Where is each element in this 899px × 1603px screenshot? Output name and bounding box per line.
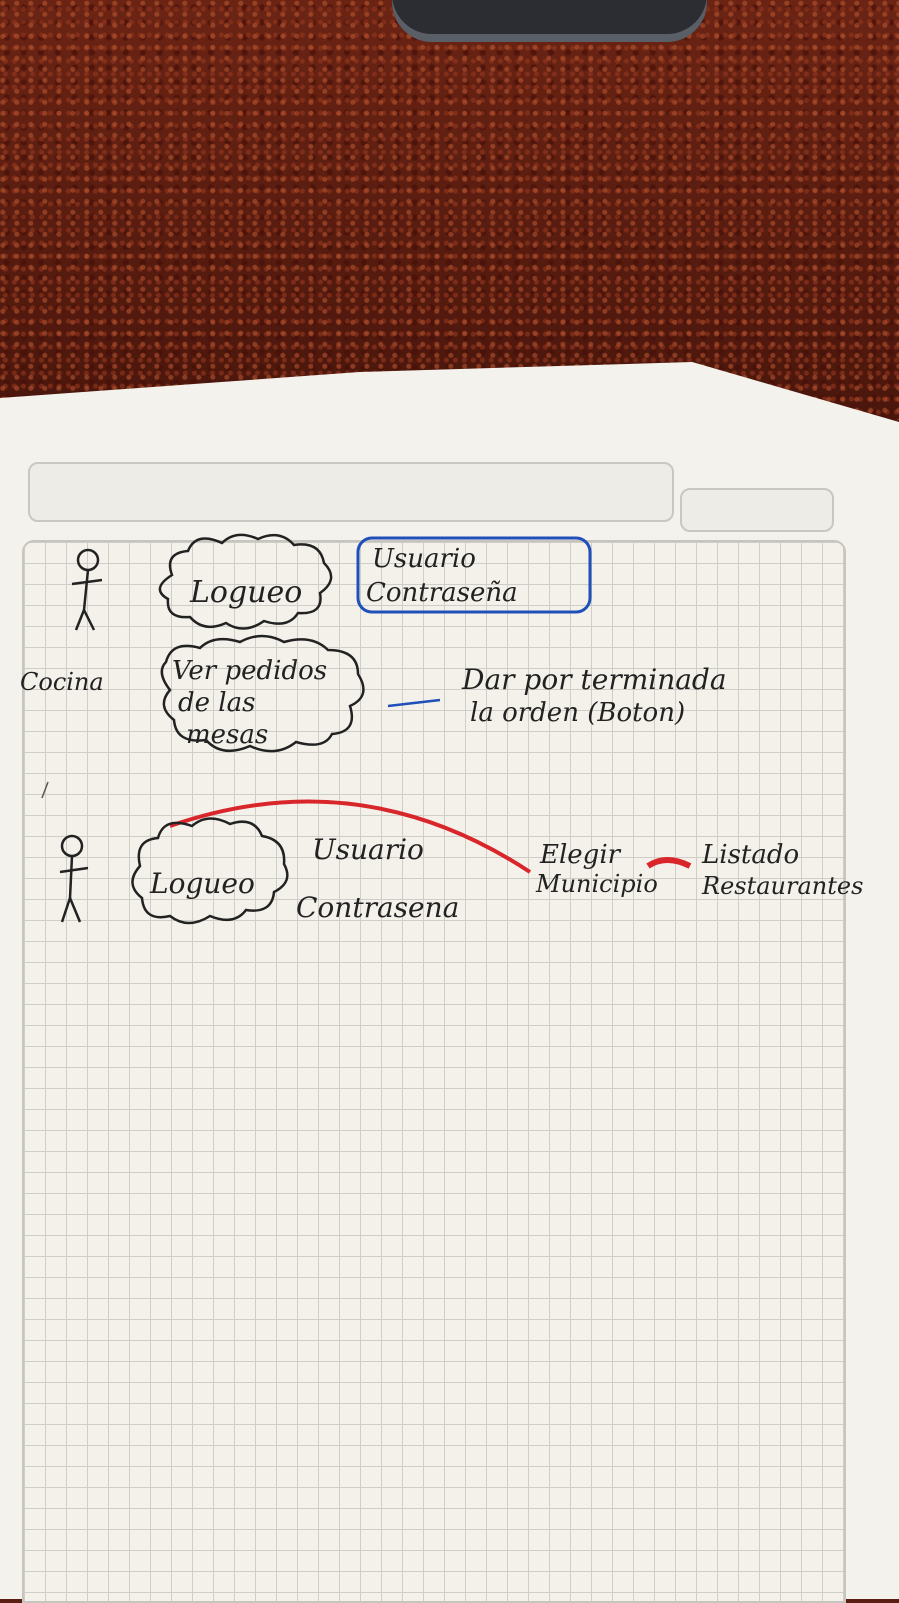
header-field-long <box>28 462 674 522</box>
credentials-user: Usuario <box>372 544 476 574</box>
header-field-short <box>680 488 834 532</box>
credentials-password: Contraseña <box>366 578 518 608</box>
step-municipio: Municipio <box>536 870 658 898</box>
credentials-box <box>356 536 592 614</box>
cloud-logueo-2 <box>131 817 289 925</box>
password-field-label: Contrasena <box>296 891 460 924</box>
red-connector-arc <box>169 799 532 874</box>
grid-area <box>22 540 846 1603</box>
cloud-orders <box>160 634 365 753</box>
step-elegir: Elegir <box>540 840 621 870</box>
orders-line-3: mesas <box>186 720 269 750</box>
stick-figure-2 <box>59 834 89 923</box>
shoe <box>392 0 707 42</box>
red-connector-short <box>646 857 692 869</box>
stick-figure-1 <box>71 548 103 631</box>
carpet-background <box>0 0 899 420</box>
action-note-line-2: la orden (Boton) <box>470 698 686 728</box>
cloud-logueo-1 <box>158 533 333 630</box>
logueo-label-1: Logueo <box>190 575 303 610</box>
logueo-label-2: Logueo <box>150 867 255 900</box>
user-field-label: Usuario <box>312 833 424 866</box>
actor-label-cocina: Cocina <box>20 668 104 696</box>
action-note-line-1: Dar por terminada <box>462 663 727 696</box>
step-restaurantes: Restaurantes <box>702 872 864 900</box>
step-listado: Listado <box>702 840 800 870</box>
orders-line-2: de las <box>178 688 256 718</box>
orders-line-1: Ver pedidos <box>172 656 328 686</box>
